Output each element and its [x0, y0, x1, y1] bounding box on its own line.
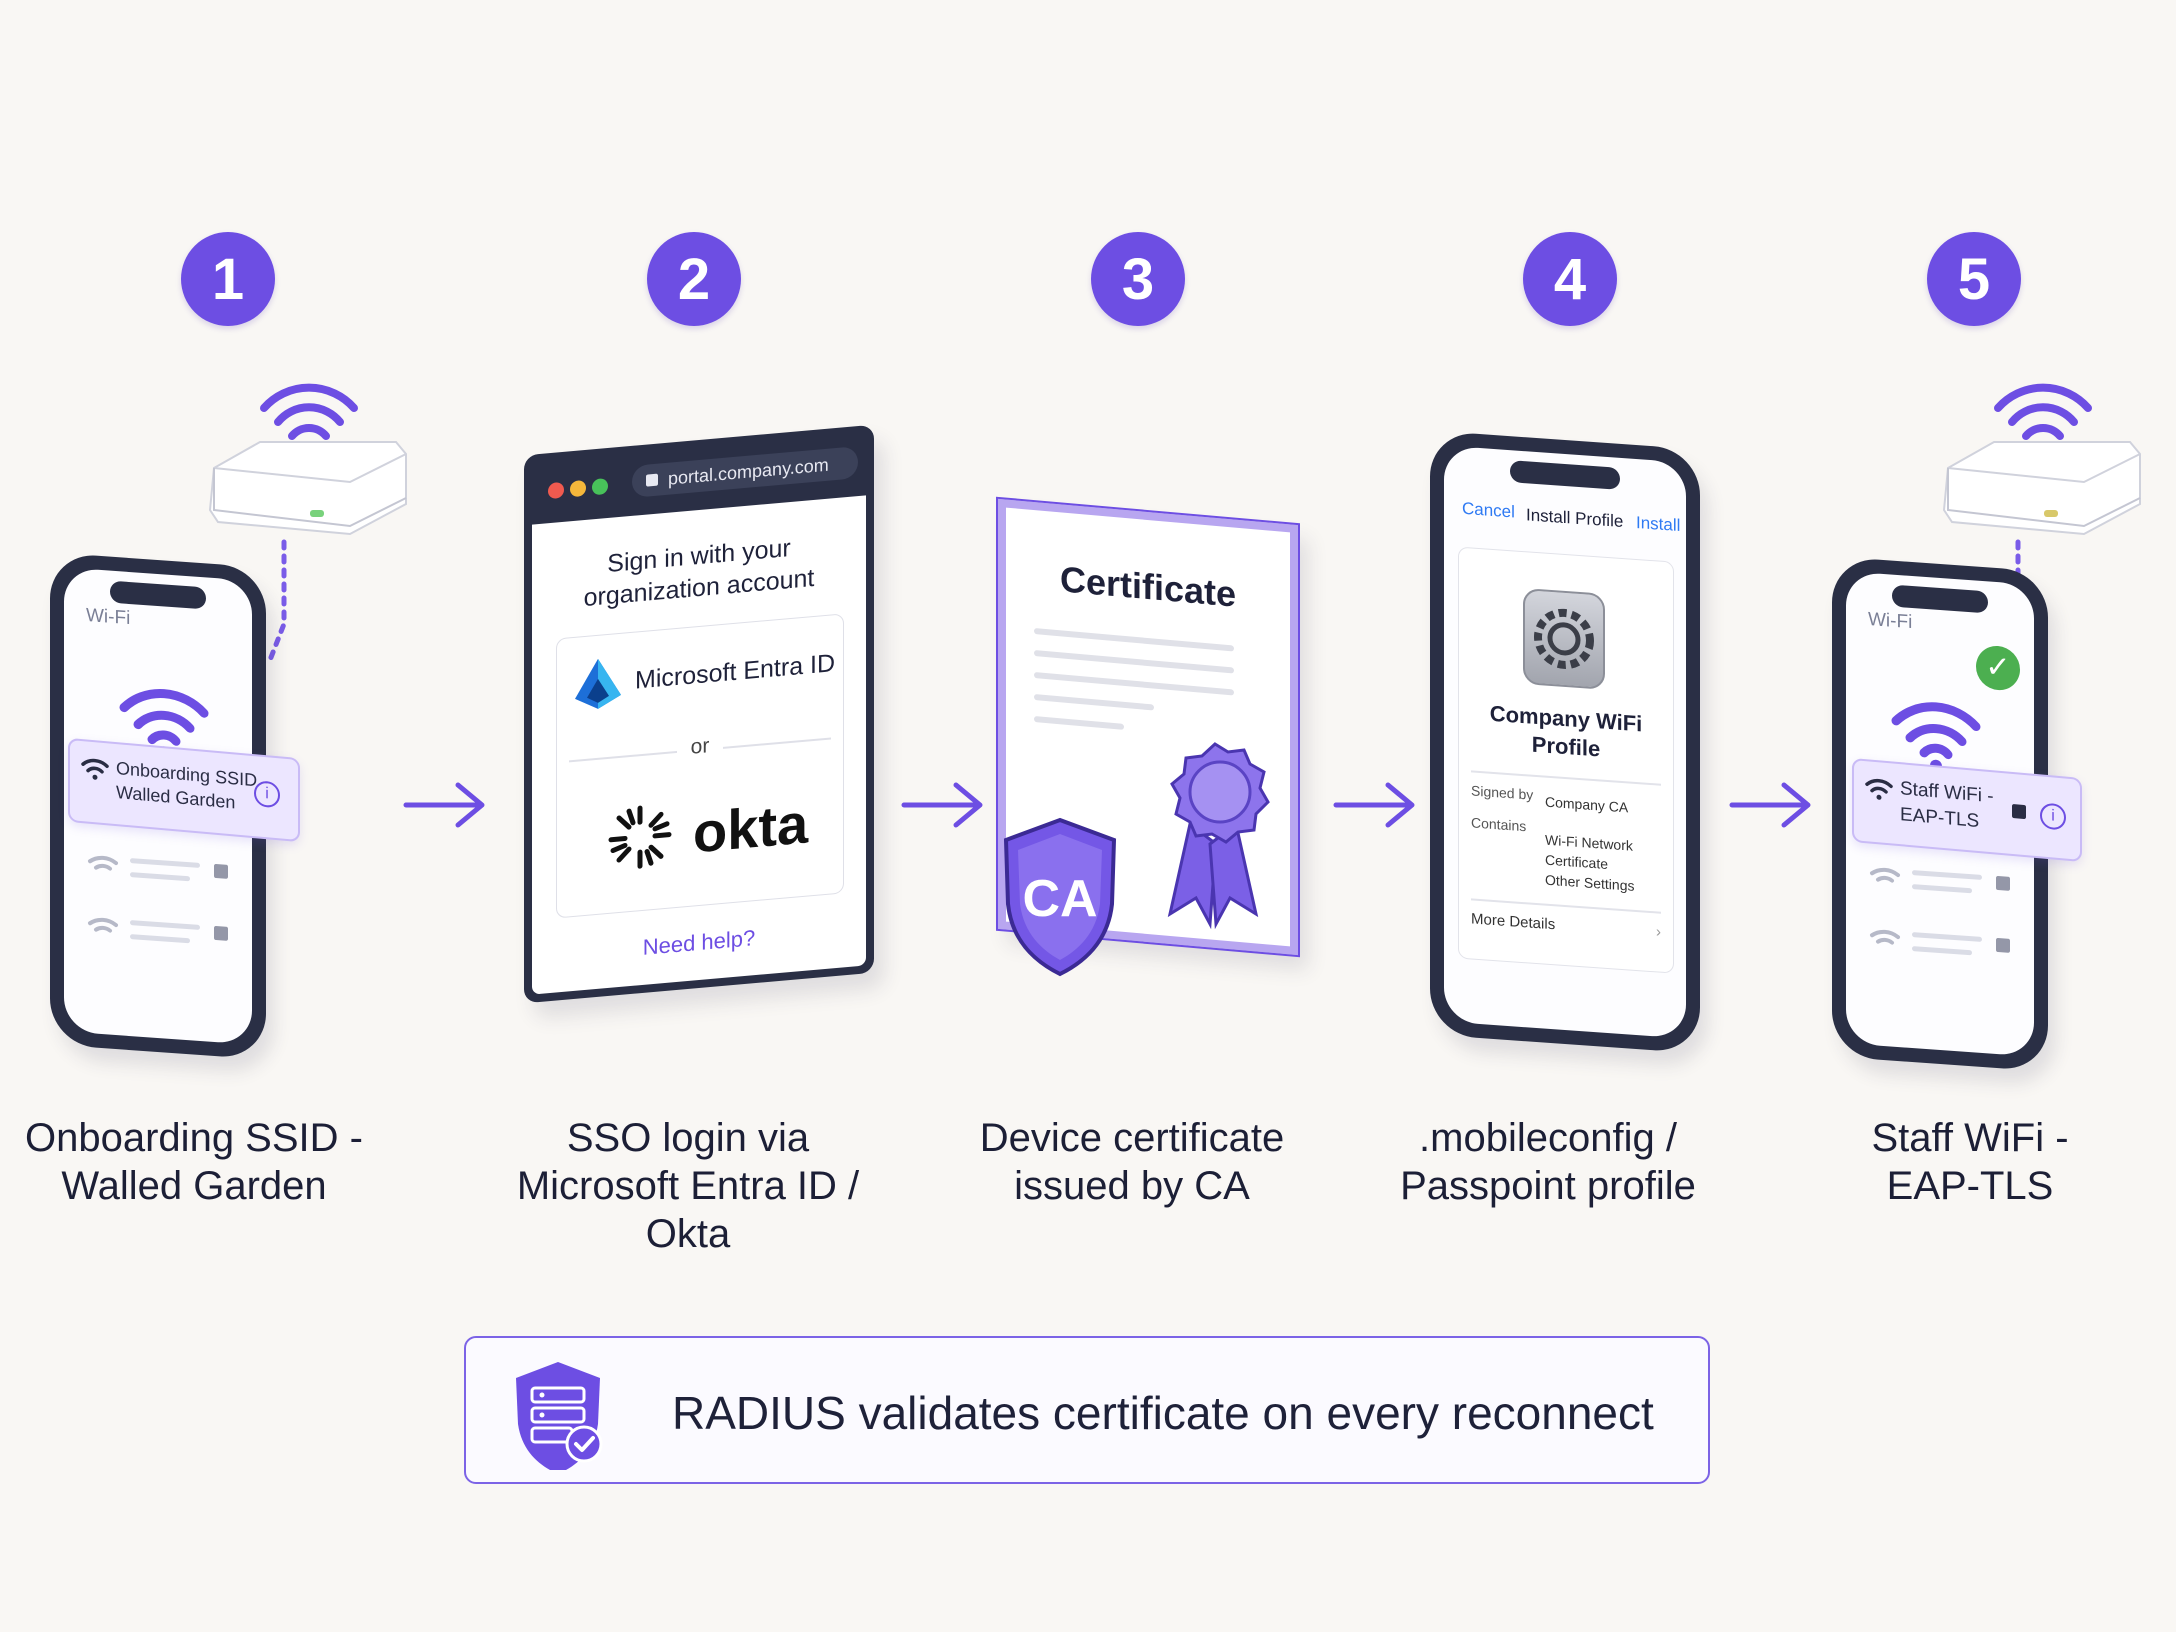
chevron-right-icon: ›	[1656, 923, 1661, 941]
network-wifi-icon	[1870, 867, 1900, 883]
signed-by-value: Company CA	[1545, 793, 1629, 816]
network-wifi-icon	[88, 917, 118, 933]
arrow-right-icon	[403, 782, 485, 828]
info-icon[interactable]: i	[2040, 802, 2066, 831]
router-1-icon	[208, 383, 407, 663]
url-text: portal.company.com	[668, 454, 829, 489]
step-4-label: .mobileconfig / Passpoint profile	[1400, 1116, 1696, 1208]
step-5-badge: 5	[1927, 232, 2021, 326]
entra-option[interactable]: Microsoft Entra ID	[557, 614, 843, 735]
arrow-right-icon	[1729, 782, 1811, 828]
info-icon[interactable]: i	[254, 780, 280, 809]
minimize-dot[interactable]	[570, 479, 586, 498]
wifi-icon	[1865, 778, 1893, 800]
onboarding-phone: Wi-Fi	[50, 552, 266, 1060]
close-dot[interactable]	[548, 481, 564, 500]
wifi-header: Wi-Fi	[86, 604, 131, 630]
arrow-right-icon	[901, 782, 983, 828]
lock-icon	[1996, 875, 2010, 891]
onboarding-ssid-card[interactable]: Onboarding SSID - Walled Garden i	[68, 737, 300, 843]
staff-ssid-name: Staff WiFi -	[1900, 778, 1994, 808]
step-2-badge: 2	[647, 232, 741, 326]
or-divider: or	[677, 732, 723, 761]
maximize-dot[interactable]	[592, 477, 608, 496]
lock-icon	[214, 863, 228, 879]
more-details-label: More Details	[1471, 910, 1556, 934]
idp-options-card: Microsoft Entra ID or okta	[556, 613, 844, 919]
address-bar[interactable]: portal.company.com	[632, 446, 858, 498]
step-1-badge: 1	[181, 232, 275, 326]
contains-label: Contains	[1471, 814, 1527, 835]
wifi-icon	[119, 688, 209, 759]
entra-label: Microsoft Entra ID	[635, 648, 836, 695]
certificate-title: Certificate	[1059, 558, 1237, 615]
step-3-badge: 3	[1091, 232, 1185, 326]
ca-shield-icon: CA	[1003, 817, 1117, 977]
radius-note-box: RADIUS validates certificate on every re…	[464, 1336, 1710, 1484]
wifi-header: Wi-Fi	[1868, 608, 1913, 634]
okta-option[interactable]: okta	[557, 764, 843, 899]
entra-logo-icon	[575, 658, 621, 709]
staff-ssid-subtitle: EAP-TLS	[1900, 804, 1980, 833]
router-5-icon	[1942, 383, 2141, 593]
lock-icon	[214, 925, 228, 941]
lock-icon	[646, 473, 658, 487]
more-details-row[interactable]: More Details ›	[1471, 910, 1661, 940]
profile-card: Company WiFi Profile Signed by Company C…	[1458, 546, 1674, 974]
cancel-button[interactable]: Cancel	[1462, 498, 1515, 522]
step-2-label: SSO login via Microsoft Entra ID / Okta	[516, 1116, 860, 1256]
step-4-badge: 4	[1523, 232, 1617, 326]
checkmark-icon: ✓	[1976, 644, 2020, 692]
wifi-icon	[1891, 702, 1981, 772]
lock-icon	[1996, 937, 2010, 953]
install-profile-title: Install Profile	[1526, 505, 1624, 532]
settings-gear-icon	[1523, 588, 1605, 690]
contains-list: Wi-Fi Network Certificate Other Settings	[1545, 831, 1635, 894]
ca-label: CA	[1022, 870, 1097, 928]
server-shield-icon	[516, 1362, 603, 1470]
network-wifi-icon	[88, 855, 118, 871]
signed-by-label: Signed by	[1471, 782, 1534, 803]
arrow-right-icon	[1333, 782, 1415, 828]
step-5-label: Staff WiFi - EAP-TLS	[1871, 1116, 2069, 1208]
radius-note-text: RADIUS validates certificate on every re…	[672, 1387, 1654, 1439]
sign-in-heading: Sign in with your organization account	[583, 533, 815, 613]
network-wifi-icon	[1870, 929, 1900, 945]
install-button[interactable]: Install	[1636, 512, 1681, 536]
wifi-icon	[81, 758, 109, 780]
sso-browser-window: portal.company.com Sign in with your org…	[524, 424, 874, 1004]
staff-wifi-phone: Wi-Fi ✓	[1832, 556, 2048, 1072]
step-1-label: Onboarding SSID - Walled Garden	[25, 1116, 363, 1208]
okta-logo-icon	[608, 805, 672, 869]
okta-label: okta	[693, 790, 809, 865]
ribbon-seal-icon	[1167, 742, 1270, 930]
profile-phone: Cancel Install Profile Install Company W…	[1430, 430, 1700, 1054]
lock-icon	[2012, 803, 2026, 820]
step-3-label: Device certificate issued by CA	[979, 1116, 1285, 1208]
need-help-link[interactable]: Need help?	[642, 925, 756, 960]
profile-name: Company WiFi Profile	[1489, 700, 1643, 762]
staff-ssid-card[interactable]: Staff WiFi - EAP-TLS i	[1852, 757, 2082, 863]
